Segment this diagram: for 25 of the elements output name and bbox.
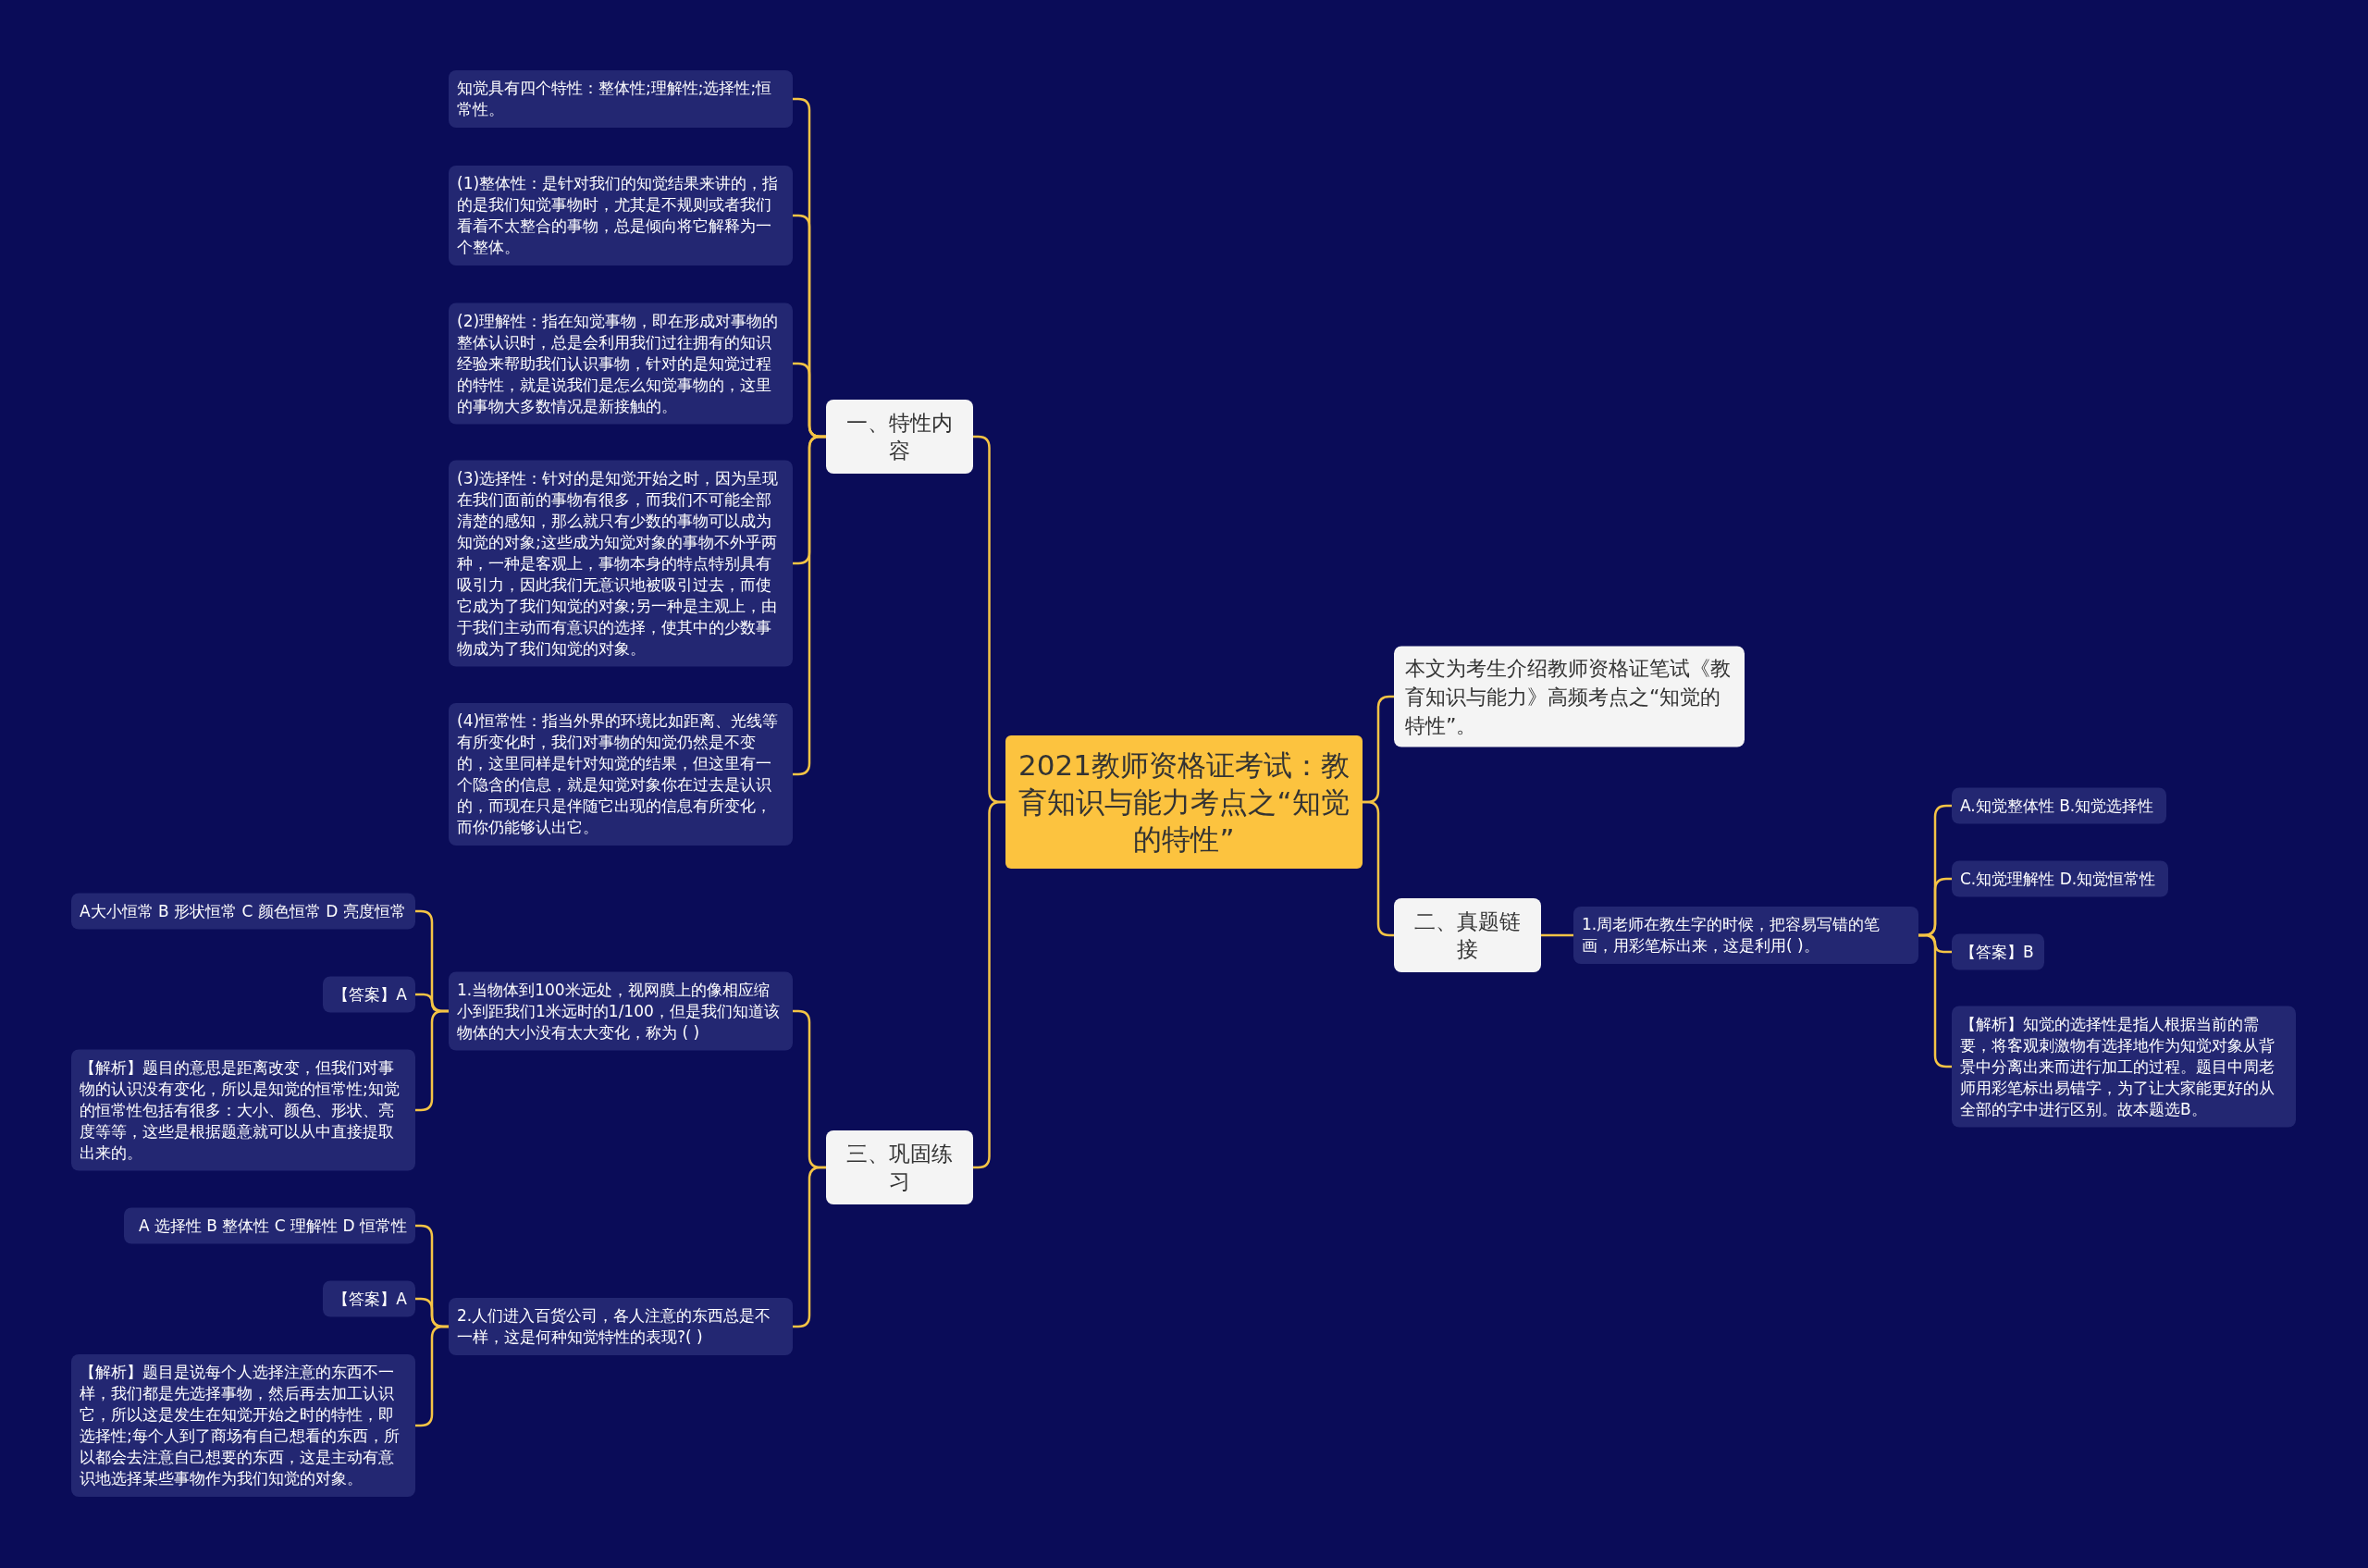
explanation-card: 【解析】题目是说每个人选择注意的东西不一样，我们都是先选择事物，然后再去加工认识它，所以这是发生在知觉开始之时的特性，即选择性;每个人到了商场有自己想看的东西，所以都会去注意自己想要的东西，这是主动有意识地选择某些事物作为我们知觉的对象。 (71, 1354, 415, 1497)
text-card: (1)整体性：是针对我们的知觉结果来讲的，指的是我们知觉事物时，尤其是不规则或者我们看着不太整合的事物，总是倾向将它解释为一个整体。 (449, 166, 793, 265)
explanation-card: 【解析】题目的意思是距离改变，但我们对事物的认识没有变化，所以是知觉的恒常性;知觉的恒常性包括有很多：大小、颜色、形状、亮度等等，这些是根据题意就可以从中直接提取出来的。 (71, 1049, 415, 1171)
option-card: A.知觉整体性 B.知觉选择性 (1952, 787, 2166, 824)
central-topic-box: 2021教师资格证考试：教育知识与能力考点之“知觉的特性” (1005, 735, 1363, 869)
text-card: (4)恒常性：指当外界的环境比如距离、光线等有所变化时，我们对事物的知觉仍然是不变的，这里同样是针对知觉的结果，但这里有一个隐含的信息，就是知觉对象你在过去是认识的，而现在只是伴随它出现的信息有所变化，而你仍能够认出它。 (449, 703, 793, 846)
text-card: (2)理解性：指在知觉事物，即在形成对事物的整体认识时，总是会利用我们过往拥有的知识经验来帮助我们认识事物，针对的是知觉过程的特性，就是说我们是怎么知觉事物的，这里的事物大多数情况是新接触的。 (449, 302, 793, 425)
option-card: A 选择性 B 整体性 C 理解性 D 恒常性 (124, 1207, 415, 1244)
branch-topic-box: 二、真题链接 (1394, 898, 1541, 972)
answer-card: 【答案】B (1952, 933, 2044, 970)
answer-card: 【答案】A (323, 976, 415, 1013)
option-card: A大小恒常 B 形状恒常 C 颜色恒常 D 亮度恒常 (71, 893, 415, 930)
question-card: 1.周老师在教生字的时候，把容易写错的笔画，用彩笔标出来，这是利用( )。 (1573, 907, 1918, 964)
intro-card: 本文为考生介绍教师资格证笔试《教育知识与能力》高频考点之“知觉的特性”。 (1394, 646, 1745, 747)
connector-line (793, 435, 826, 776)
connector-line (1541, 933, 1573, 937)
question-card: 1.当物体到100米远处，视网膜上的像相应缩小到距我们1米远时的1/100，但是我们知道该物体的大小没有太大变化，称为 ( ) (449, 971, 793, 1051)
option-card: C.知觉理解性 D.知觉恒常性 (1952, 860, 2168, 897)
text-card: (3)选择性：针对的是知觉开始之时，因为呈现在我们面前的事物有很多，而我们不可能全部清楚的感知，那么就只有少数的事物可以成为知觉的对象;这些成为知觉对象的事物不外乎两种，一种是客观上，事物本身的特点特别具有吸引力，因此我们无意识地被吸引过去，而使它成为了我们知觉的对象;另一种是主观上，由于我们主动而有意识的选择，使其中的少数事物成为了我们知觉的对象。 (449, 460, 793, 667)
answer-card: 【答案】A (323, 1280, 415, 1317)
branch-topic-box: 三、巩固练习 (826, 1130, 973, 1204)
text-card: 知觉具有四个特性：整体性;理解性;选择性;恒常性。 (449, 70, 793, 128)
explanation-card: 【解析】知觉的选择性是指人根据当前的需要，将客观刺激物有选择地作为知觉对象从背景中分离出来而进行加工的过程。题目中周老师用彩笔标出易错字，为了让大家能更好的从全部的字中进行区别。故本题选B。 (1952, 1006, 2296, 1128)
question-card: 2.人们进入百货公司，各人注意的东西总是不一样，这是何种知觉特性的表现?( ) (449, 1298, 793, 1355)
branch-topic-box: 一、特性内容 (826, 400, 973, 474)
